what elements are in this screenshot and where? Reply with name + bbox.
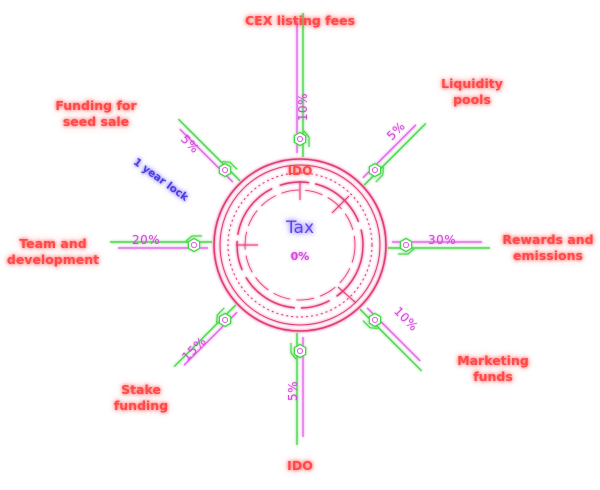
spoke-node-core — [221, 316, 229, 324]
label-line: funding — [113, 398, 169, 413]
label-line: CEX listing fees — [245, 13, 356, 28]
label-line: Stake — [121, 382, 161, 397]
label-ido: IDO — [284, 458, 316, 474]
spoke-bracket — [398, 248, 415, 255]
spoke-node — [218, 312, 232, 328]
ring-ido-label: IDO — [287, 164, 313, 178]
percent-rewards: 30% — [428, 233, 457, 247]
spoke-node-core — [221, 166, 229, 174]
label-line: Funding for — [55, 98, 137, 113]
spoke-bracket — [375, 167, 384, 183]
spoke-seed — [177, 118, 241, 183]
spoke-lines — [110, 13, 490, 445]
spoke-node-core — [190, 241, 198, 249]
label-line: Team and — [19, 236, 87, 251]
spoke-bracket — [362, 320, 378, 329]
outer-ring — [213, 158, 387, 332]
spoke-bracket — [290, 343, 297, 360]
center-hub — [213, 158, 387, 332]
tax-title: Tax — [285, 218, 315, 238]
spoke-node-core — [371, 166, 379, 174]
label-cex: CEX listing fees — [245, 13, 355, 29]
spoke-node — [293, 343, 307, 359]
label-line: Liquidity — [441, 76, 503, 91]
label-line: development — [6, 252, 100, 267]
outer-ring-inner — [219, 164, 381, 326]
spoke-cex — [293, 13, 310, 157]
spoke-liquidity — [362, 122, 427, 186]
spoke-node-core — [371, 316, 379, 324]
percent-ido: 5% — [286, 380, 301, 402]
spoke-stake — [173, 304, 238, 368]
spoke-marketing — [359, 307, 423, 372]
spoke-node-core — [402, 241, 410, 249]
spoke-bracket — [303, 130, 310, 147]
spoke-bracket — [185, 235, 202, 242]
label-line: funds — [473, 369, 513, 384]
label-line: Rewards and — [502, 232, 594, 247]
percent-team: 20% — [132, 233, 161, 247]
spoke-node — [399, 237, 413, 253]
label-line: IDO — [287, 458, 313, 473]
spoke-rewards — [388, 237, 490, 255]
label-line: emissions — [513, 248, 583, 263]
spoke-ido — [290, 333, 307, 445]
dotted-ring — [227, 172, 373, 318]
spoke-node — [368, 312, 382, 328]
ring-tick — [337, 286, 357, 304]
label-line: Marketing — [457, 353, 529, 368]
label-line: pools — [453, 92, 491, 107]
ring-tick — [331, 195, 350, 214]
spoke-node — [368, 162, 382, 178]
spoke-node — [293, 131, 307, 147]
spoke-node-core — [296, 135, 304, 143]
spoke-team — [110, 235, 212, 253]
spoke-node — [218, 162, 232, 178]
spoke-bracket — [222, 161, 238, 170]
spoke-node — [187, 237, 201, 253]
label-line: seed sale — [62, 114, 130, 129]
spoke-bracket — [216, 307, 225, 323]
spoke-node-core — [296, 347, 304, 355]
tax-value: 0% — [290, 250, 310, 263]
percent-cex: 10% — [296, 92, 311, 122]
